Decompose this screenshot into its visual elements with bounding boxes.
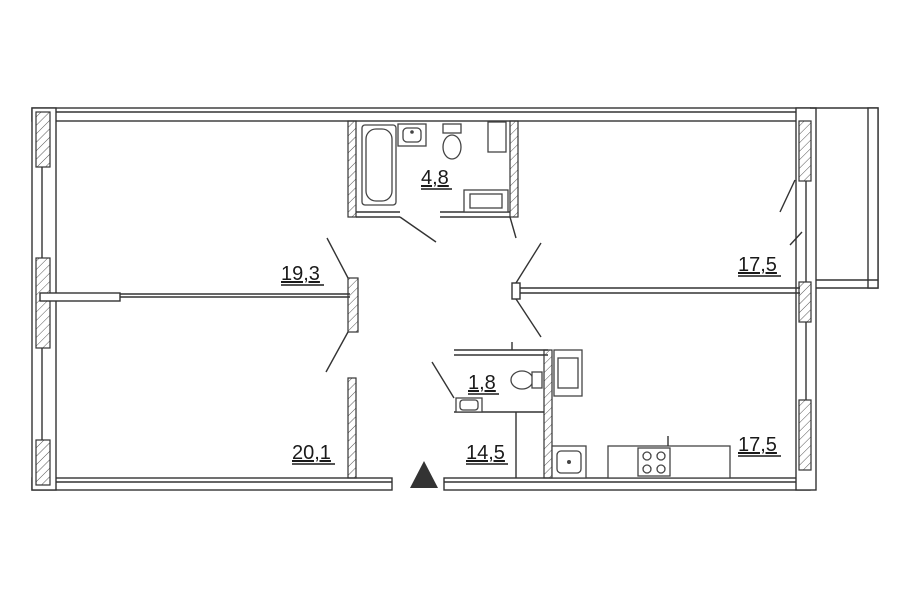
- room-area-top-right: 17,5: [738, 254, 777, 276]
- entrance-triangle-icon: [410, 461, 438, 488]
- outer-walls: [31, 107, 879, 491]
- room-area-hall: 14,5: [466, 442, 505, 464]
- toilet-icon: [442, 123, 462, 160]
- bathtub-icon: [361, 124, 397, 206]
- sink-icon: [551, 445, 587, 479]
- sink-icon: [455, 397, 483, 413]
- washing-machine-icon: [553, 349, 583, 397]
- toilet-icon: [510, 370, 543, 390]
- room-area-toilet: 1,8: [468, 372, 496, 394]
- room-area-kitchen: 17,5: [738, 434, 777, 456]
- stove-icon: [637, 447, 671, 477]
- room-area-bathroom: 4,8: [421, 167, 449, 189]
- washing-machine-icon: [463, 121, 509, 213]
- sink-icon: [397, 123, 427, 147]
- interior-walls: [39, 120, 800, 479]
- room-area-bottom-left: 20,1: [292, 442, 331, 464]
- room-area-living: 19,3: [281, 263, 320, 285]
